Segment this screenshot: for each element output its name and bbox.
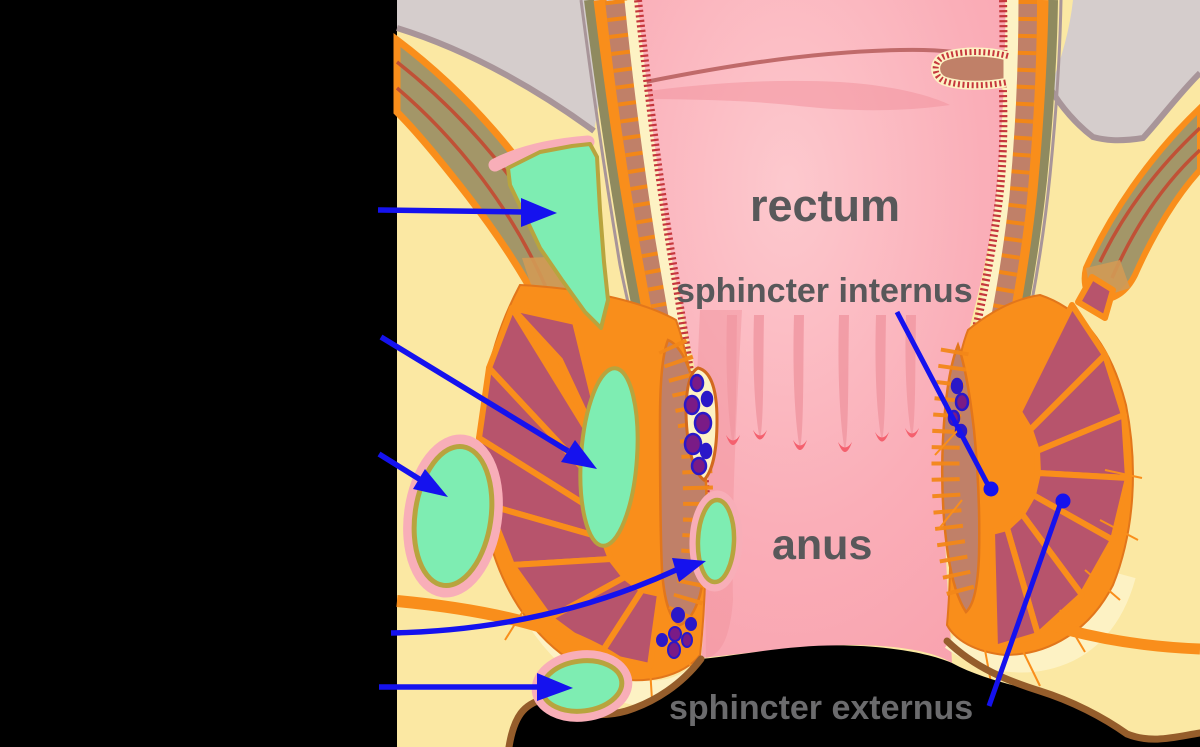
cream-ring-right (944, 571, 1136, 673)
arrow-ischioanal (379, 334, 597, 469)
pointer-externus (986, 493, 1071, 707)
arrow-supralevator (377, 198, 557, 227)
arrow-submucosal (390, 558, 706, 636)
body-exterior (509, 645, 1200, 747)
pelvic-band-right (1048, 619, 1200, 655)
arrow-perianal (379, 673, 573, 701)
label-sphincter-internus: sphincter internus (676, 272, 973, 310)
pointer-internus (894, 310, 999, 497)
pelvic-band-left (396, 595, 622, 668)
pointer-dot-internus (983, 481, 999, 497)
vein-pocket-left-lower (656, 607, 697, 659)
external-sphincter-right (989, 274, 1131, 651)
peritoneum-right (1047, 0, 1200, 144)
label-rectum: rectum (750, 180, 900, 231)
vein-pocket-left-upper (683, 366, 719, 482)
peritoneum-left (396, 0, 612, 134)
annotation-arrows (377, 198, 706, 701)
pointer-dot-externus (1055, 493, 1071, 509)
label-anus: anus (772, 521, 872, 569)
mucosa-frill-left (634, 0, 710, 506)
arrow-fat-abscess (377, 451, 448, 497)
label-sphincter-externus: sphincter externus (669, 689, 973, 727)
submucosal-abscess (689, 490, 743, 592)
